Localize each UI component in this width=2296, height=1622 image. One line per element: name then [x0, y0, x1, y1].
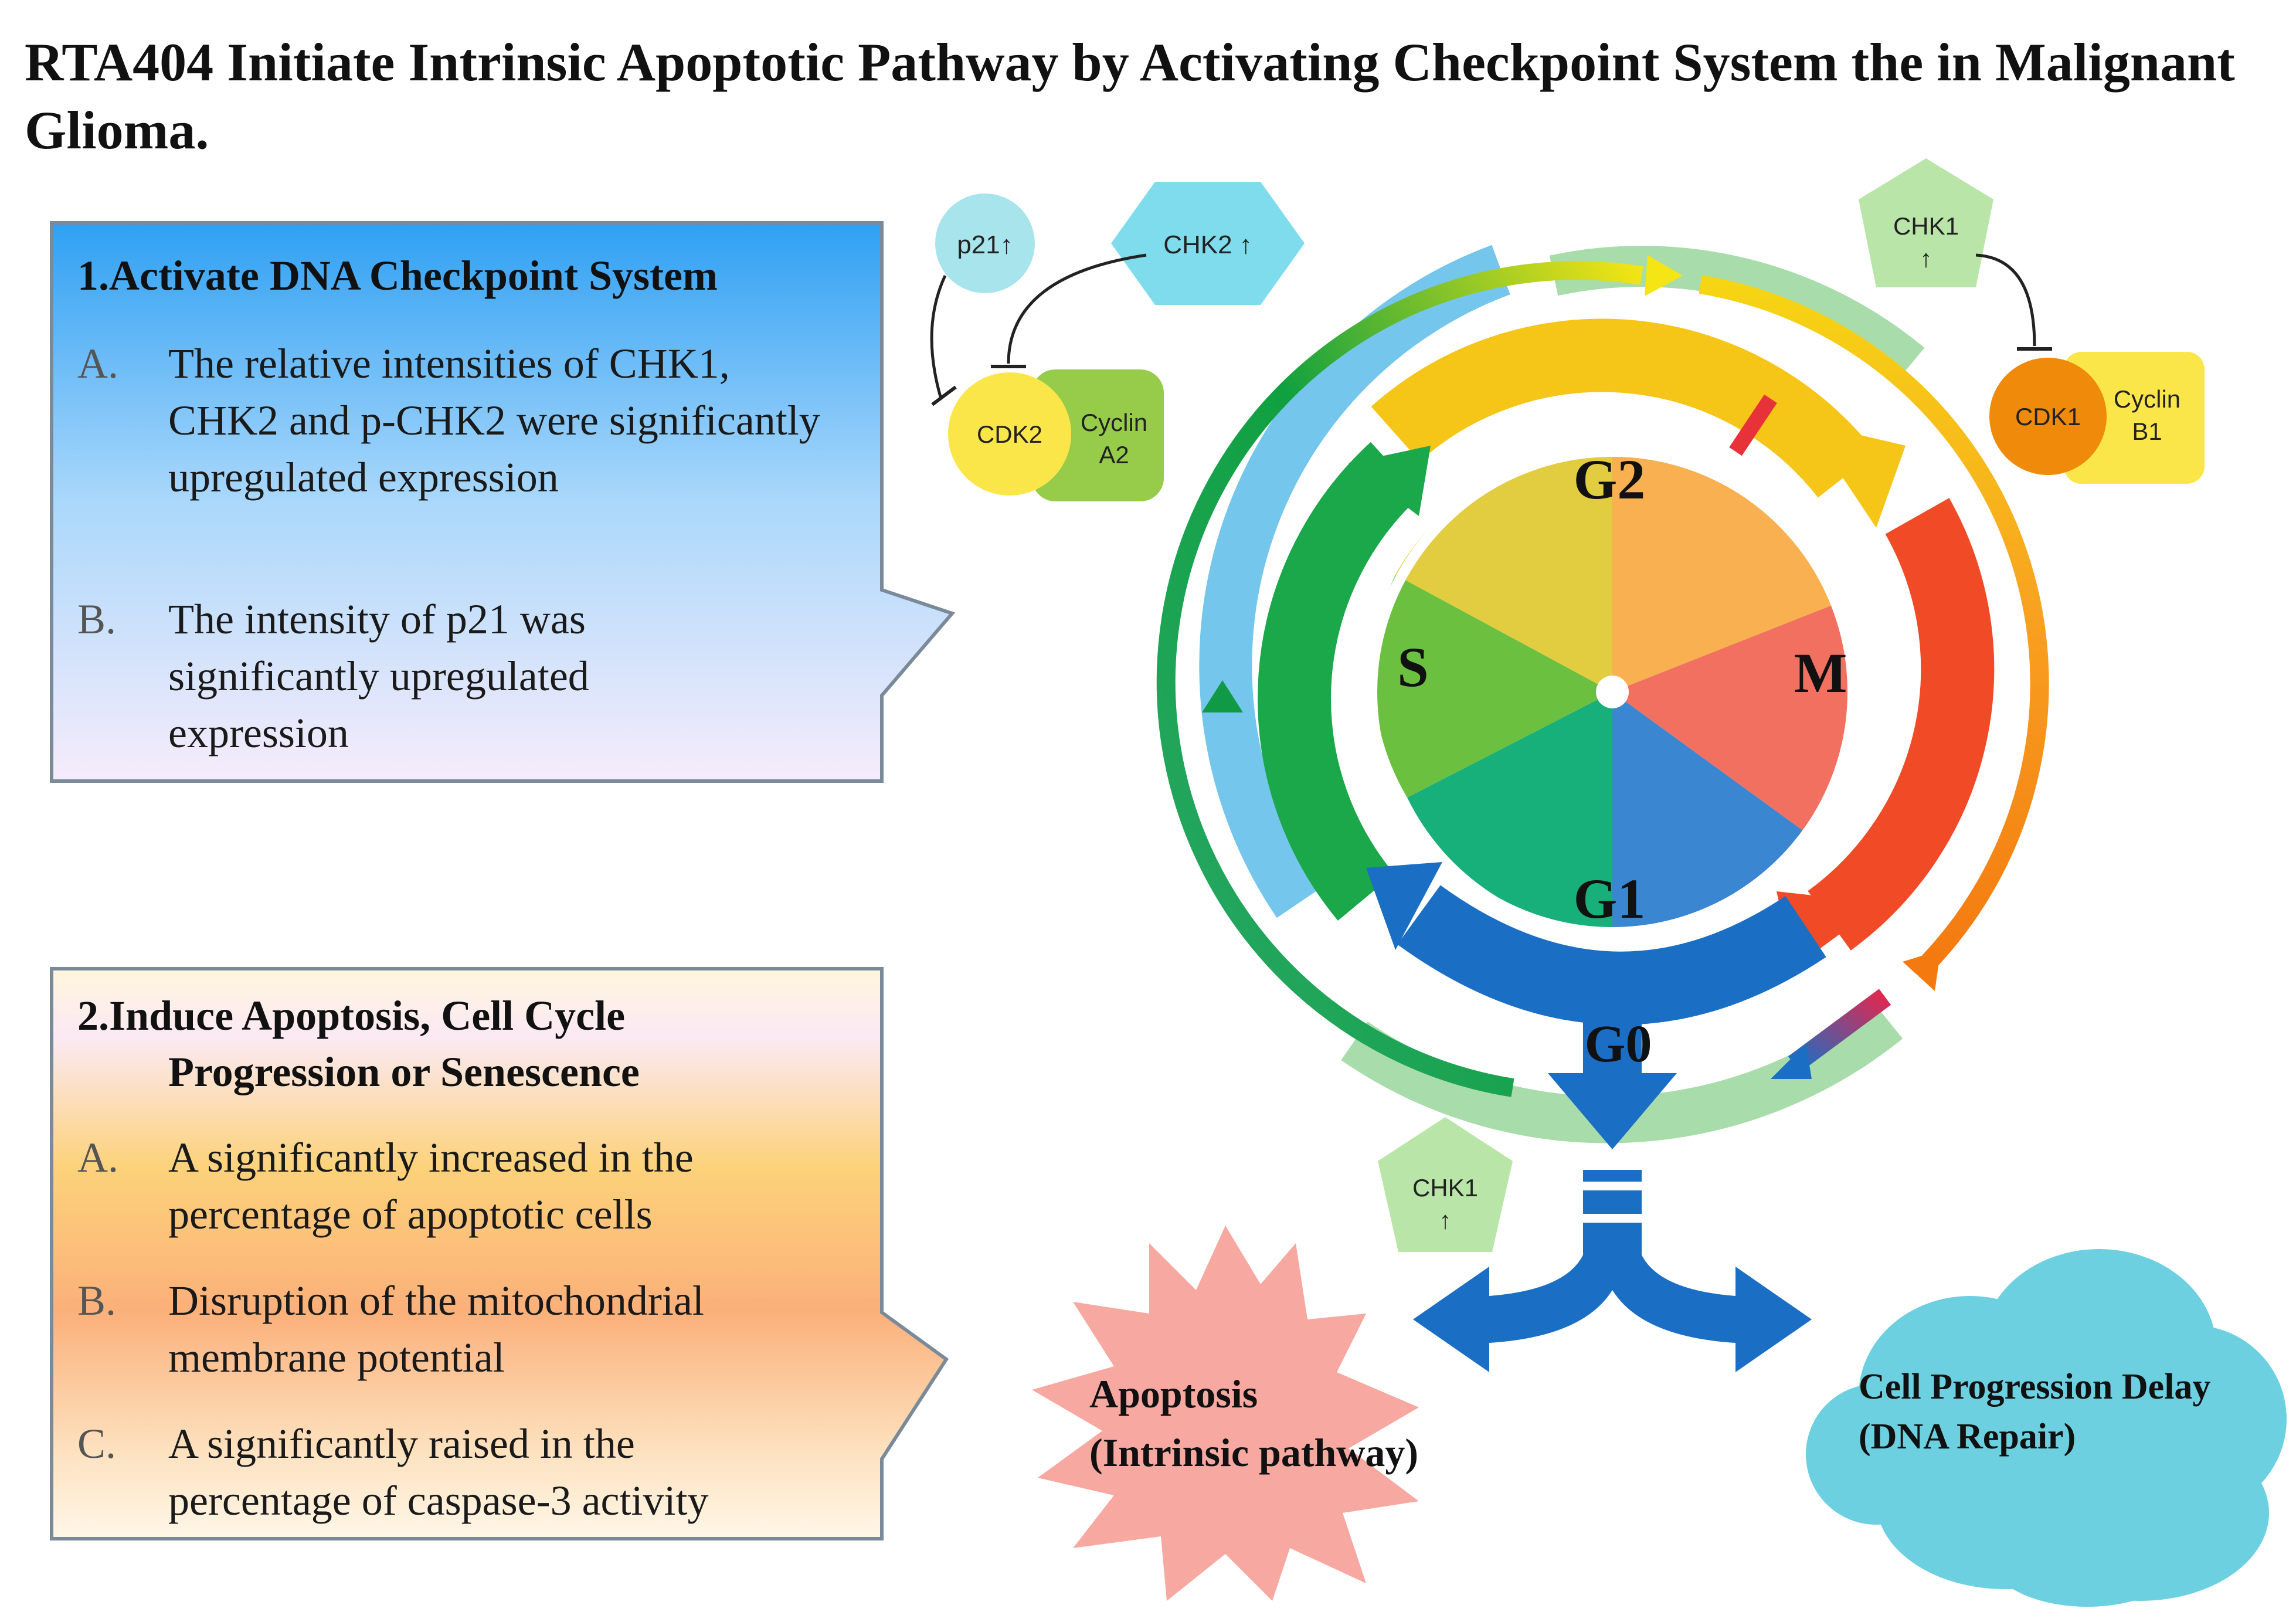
phase-m-label: M [1794, 642, 1847, 704]
g2-arc [1371, 318, 1876, 498]
list-item: B. The intensity of p21 was significantl… [77, 591, 869, 767]
phase-s-label: S [1397, 636, 1428, 698]
item-text: The relative intensities of CHK1, CHK2 a… [168, 340, 820, 501]
apoptosis-panel-bg [50, 967, 949, 1540]
g1-arc [1397, 885, 1826, 1025]
cdk2-node [948, 372, 1071, 496]
checkpoint-panel-bg [50, 221, 955, 783]
checkpoint-heading: 1.Activate DNA Checkpoint System [77, 252, 718, 299]
g1-arrow-head [1366, 862, 1442, 950]
page-title: RTA404 Initiate Intrinsic Apoptotic Path… [25, 32, 2235, 160]
item-letter: A. [77, 340, 118, 387]
s-arrow-head [1349, 446, 1431, 516]
cdk2-label: CDK2 [977, 420, 1042, 448]
item-text: The intensity of p21 was significantly u… [168, 596, 589, 756]
item-text: A significantly raised in the percentage… [168, 1420, 709, 1524]
return-arrow-head [1771, 1044, 1812, 1079]
item-letter: B. [77, 596, 117, 643]
chk1-inhibit-line [1975, 253, 2036, 347]
cdk1-node [1989, 358, 2107, 475]
outer-arrow-green [1156, 261, 1643, 1097]
delay-line1: Cell Progression Delay [1859, 1367, 2210, 1407]
chk1-top-line2: ↑ [1920, 245, 1932, 272]
phase-g0-label: G0 [1584, 1015, 1652, 1073]
list-item: C. A significantly raised in the percent… [77, 1416, 869, 1533]
delay-line2: (DNA Repair) [1859, 1417, 2076, 1457]
phase-g1-label: G1 [1574, 867, 1646, 930]
p21-label: p21↑ [957, 230, 1013, 259]
m-arc [1807, 498, 1995, 951]
list-item: A. A significantly increased in the perc… [77, 1129, 869, 1247]
outer-arrow-orange [1699, 275, 2049, 968]
return-arrow [1788, 989, 1891, 1073]
apoptosis-heading-line1: 2.Induce Apoptosis, Cell Cycle [77, 992, 626, 1039]
item-text: A significantly increased in the percent… [168, 1134, 694, 1238]
cyclin-a2-node [1032, 369, 1164, 501]
apoptosis-burst [1032, 1226, 1419, 1601]
item-letter: B. [77, 1277, 117, 1324]
cdk1-label: CDK1 [2015, 403, 2081, 430]
chk2-node [1111, 182, 1305, 305]
split-bar-1 [1583, 1170, 1642, 1182]
chk1-bottom-line2: ↑ [1439, 1206, 1452, 1234]
g2-arrow-head [1806, 422, 1906, 528]
item-text: Disruption of the mitochondrial membrane… [168, 1277, 704, 1381]
split-arrow [1413, 1223, 1812, 1372]
outer-arrow-left-head [1202, 680, 1243, 712]
phase-wheel [1367, 446, 1858, 938]
chk2-inhibit-line [1007, 253, 1147, 364]
apoptosis-heading-line2: Progression or Senescence [168, 1048, 640, 1095]
cyclin-a2-line2: A2 [1099, 441, 1129, 469]
checkpoint-panel: 1.Activate DNA Checkpoint System A. The … [49, 220, 955, 783]
p21-inhibit-bar [931, 385, 957, 406]
chk1-bottom-node [1378, 1117, 1513, 1252]
apoptosis-line2: (Intrinsic pathway) [1089, 1430, 1418, 1475]
g2-checkpoint-bar [1729, 394, 1777, 456]
item-letter: A. [77, 1134, 118, 1181]
cyclin-b1-line1: Cyclin [2114, 385, 2180, 413]
p21-inhibit-line [930, 274, 947, 399]
cyclin-b1-node [2064, 352, 2205, 484]
phase-g2-label: G2 [1574, 448, 1646, 511]
outer-band-left [1199, 245, 1510, 918]
p21-node [935, 194, 1035, 293]
g0-arrow [1548, 997, 1677, 1149]
s-arc [1258, 442, 1421, 921]
item-letter: C. [77, 1420, 117, 1467]
outer-arrow-green-head [1645, 255, 1683, 296]
apoptosis-panel: 2.Induce Apoptosis, Cell Cycle Progressi… [49, 966, 955, 1541]
cyclin-b1-line2: B1 [2132, 418, 2162, 445]
chk2-label: CHK2 ↑ [1163, 230, 1252, 259]
outer-arrow-orange-head [1903, 950, 1941, 991]
list-item: B. Disruption of the mitochondrial membr… [77, 1273, 869, 1390]
apoptosis-line1: Apoptosis [1089, 1372, 1258, 1416]
chk1-bottom-line1: CHK1 [1412, 1174, 1478, 1202]
split-bar-2 [1583, 1190, 1642, 1214]
chk1-top-line1: CHK1 [1893, 212, 1959, 240]
delay-cloud [1806, 1249, 2287, 1607]
chk1-top-node [1859, 158, 1993, 287]
cyclin-a2-line1: Cyclin [1081, 409, 1147, 436]
list-item: A. The relative intensities of CHK1, CHK… [77, 335, 869, 564]
